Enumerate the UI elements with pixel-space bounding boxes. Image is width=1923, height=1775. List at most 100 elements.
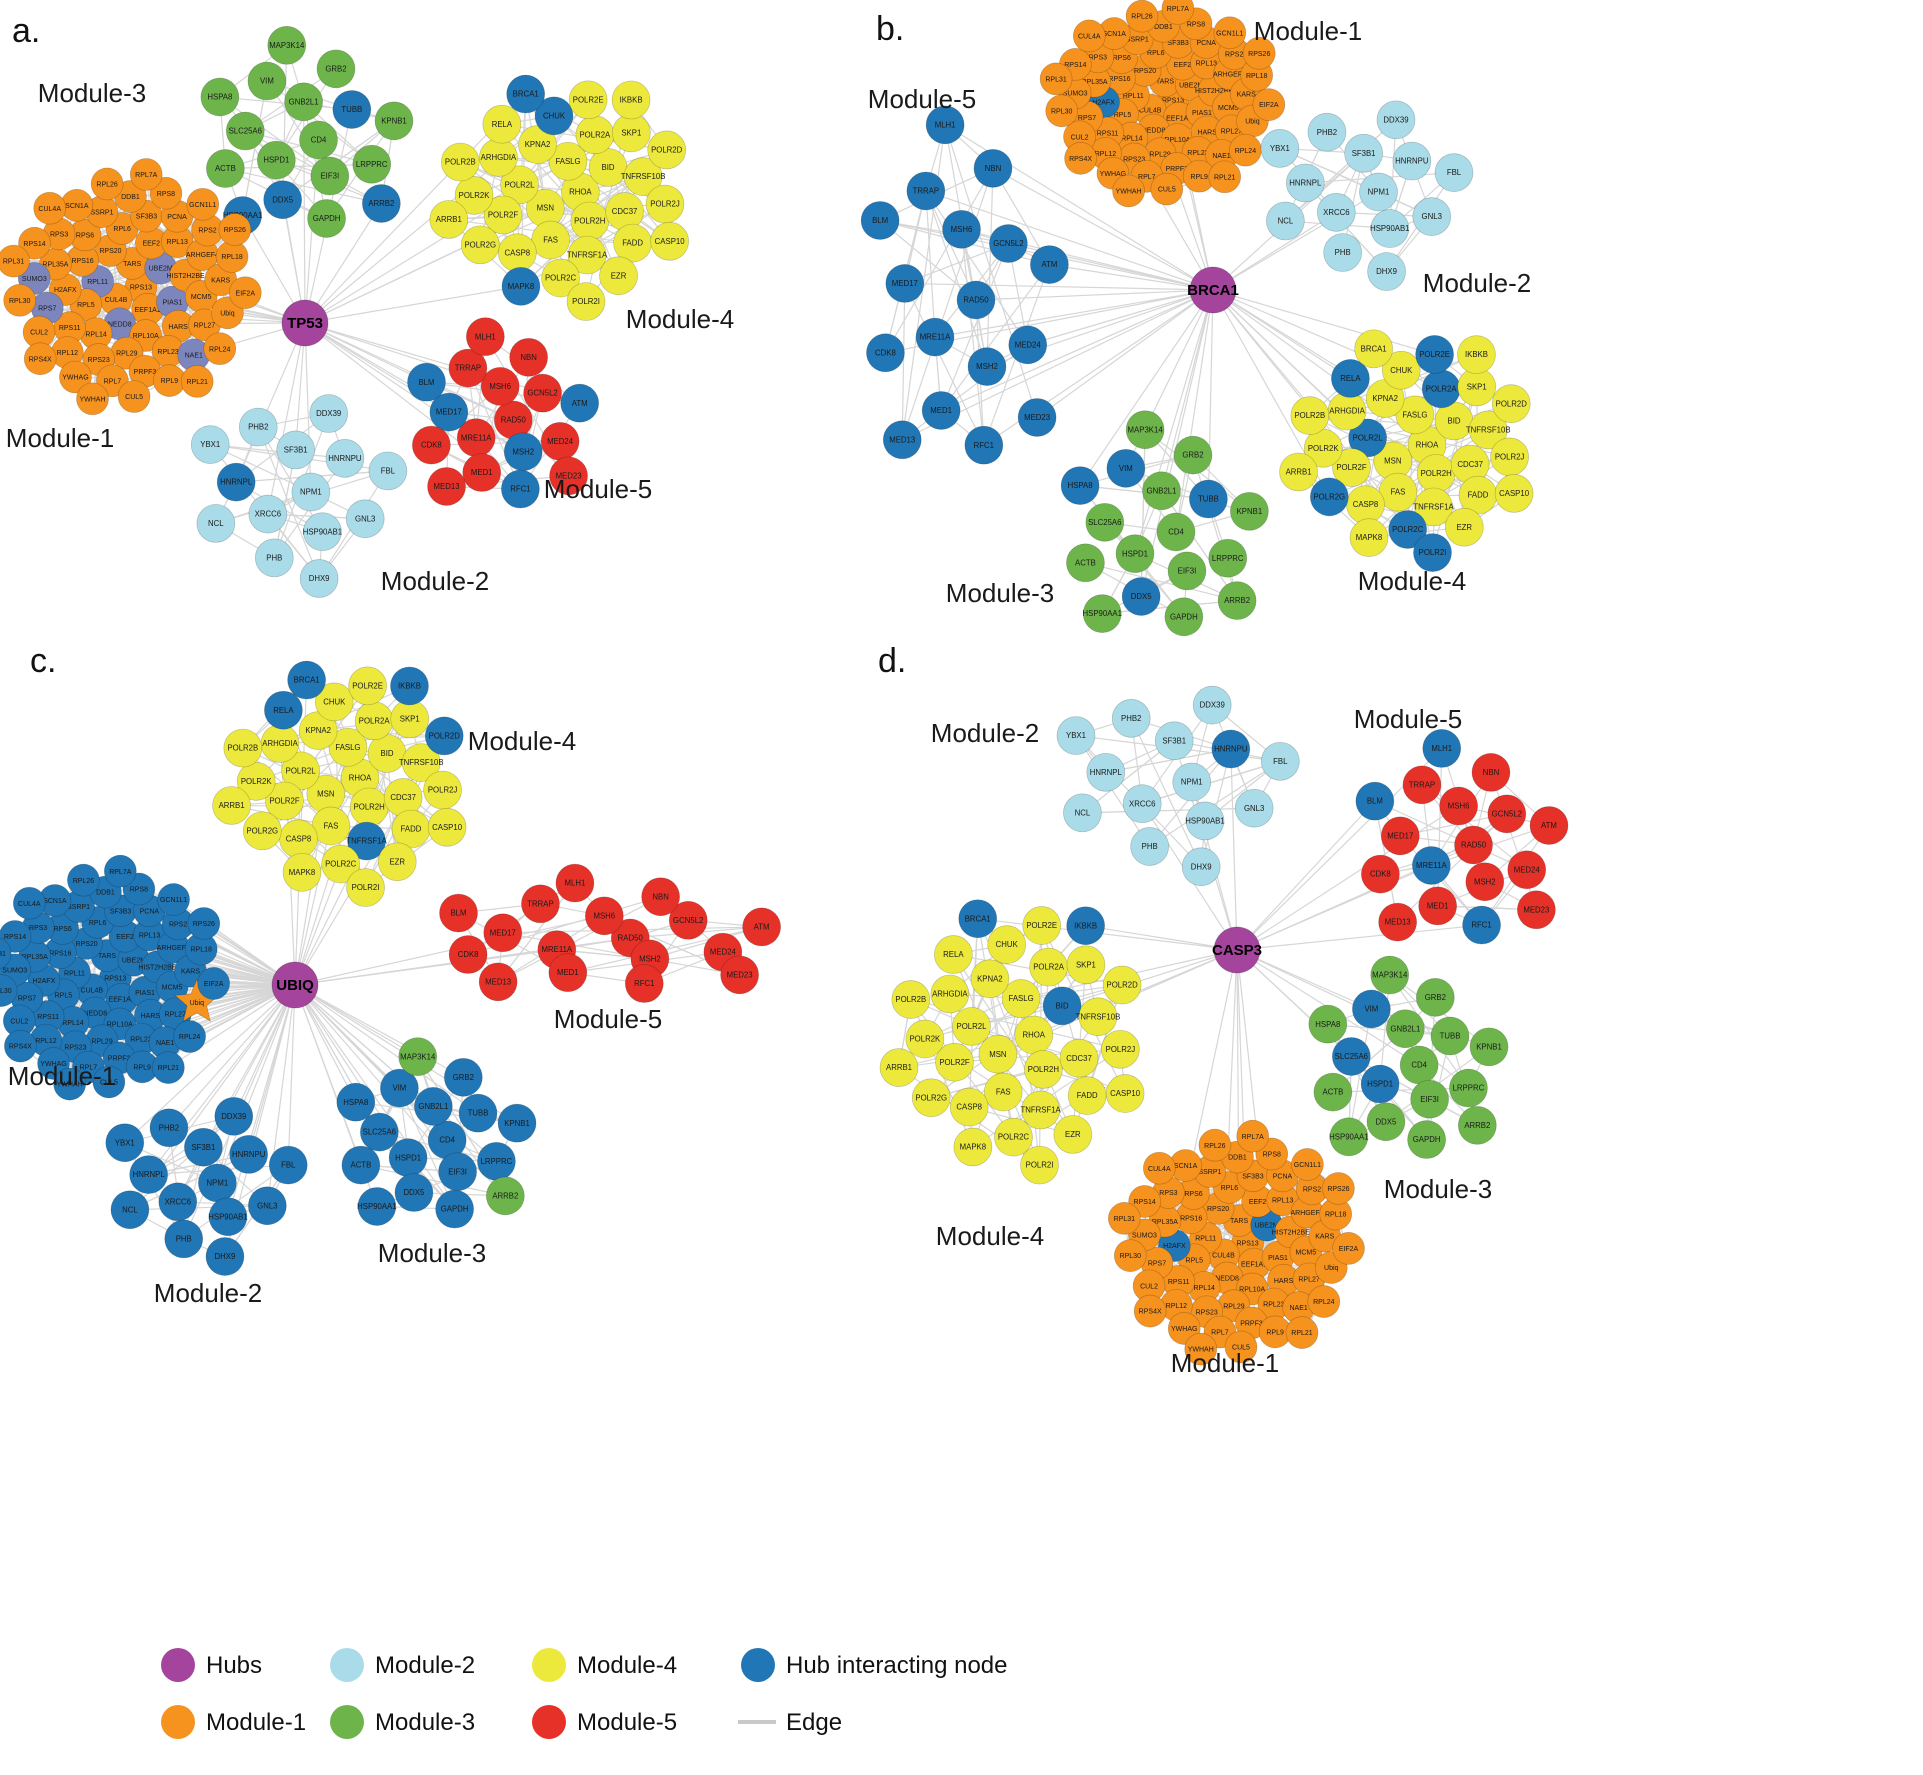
gene-node-label: ARRB2 — [368, 199, 394, 208]
gene-node-label: RFC1 — [510, 485, 530, 494]
gene-node-label: POLR2C — [998, 1133, 1030, 1142]
gene-node-label: ATM — [754, 923, 770, 932]
gene-node — [214, 1096, 254, 1136]
edge — [225, 163, 372, 170]
gene-node — [197, 967, 231, 1000]
gene-node — [1067, 1076, 1107, 1115]
gene-node — [1457, 335, 1496, 374]
gene-node-label: RPS13 — [130, 285, 152, 292]
gene-node-label: FAS — [1391, 488, 1406, 497]
gene-node-label: HNRNPU — [328, 454, 362, 463]
gene-node-label: ARHGEF4 — [157, 945, 190, 952]
gene-node — [1444, 507, 1484, 547]
gene-node — [1113, 1239, 1147, 1272]
gene-node-label: SCN1A — [1103, 31, 1127, 38]
gene-node-label: CUL4A — [18, 901, 41, 908]
module-label: Module-1 — [6, 423, 114, 453]
gene-node-label: BID — [602, 163, 615, 172]
module-label: Module-2 — [931, 718, 1039, 748]
gene-node — [345, 499, 385, 539]
module-label: Module-3 — [1384, 1174, 1492, 1204]
hub-edge — [1212, 211, 1337, 291]
gene-node — [394, 1173, 434, 1212]
gene-node-label: FADD — [401, 825, 422, 834]
gene-node-label: GAPDH — [1413, 1135, 1441, 1144]
gene-node-label: ARRB2 — [492, 1191, 518, 1200]
gene-node-label: POLR2E — [352, 681, 383, 690]
gene-node — [458, 1093, 498, 1133]
gene-node — [341, 1145, 381, 1185]
gene-node — [624, 964, 664, 1003]
gene-node-label: RPS11 — [1097, 131, 1119, 138]
gene-node — [216, 462, 256, 502]
gene-node — [303, 512, 342, 552]
gene-node — [1349, 518, 1389, 557]
gene-node-label: RPL9 — [1266, 1329, 1284, 1336]
gene-node — [952, 1007, 991, 1046]
gene-node-label: POLR2H — [354, 803, 385, 812]
gene-node — [994, 1117, 1033, 1157]
edge — [1082, 807, 1255, 814]
gene-node-label: HIST2H2BE — [1195, 88, 1233, 95]
hub-edge — [1175, 289, 1214, 533]
gene-node-label: KARS — [181, 969, 200, 976]
gene-node — [190, 425, 230, 464]
nodes-d: NPM1XRCC6SF3B1HSP90AB1HNRNPLHNRNPUPHBPHB… — [879, 685, 1569, 1366]
gene-node-label: LRPPRC — [356, 160, 388, 169]
gene-node — [1181, 847, 1221, 887]
gene-node — [1021, 1090, 1060, 1130]
gene-node-label: HNRNPL — [133, 1170, 166, 1179]
legend-label: Hubs — [206, 1652, 262, 1679]
gene-node-label: RPL30 — [1120, 1253, 1142, 1260]
gene-node-label: RPL31 — [0, 951, 6, 958]
edge — [467, 367, 521, 490]
gene-node-label: RPS26 — [193, 921, 215, 928]
gene-node-label: UBE2M — [1179, 82, 1203, 89]
edge — [219, 96, 331, 177]
gene-node — [1411, 846, 1451, 885]
gene-node-label: NCL — [122, 1205, 138, 1214]
module-label: Module-2 — [154, 1278, 262, 1308]
gene-node-label: FBL — [1447, 168, 1462, 177]
gene-node-label: PRPF3 — [108, 1056, 131, 1063]
gene-node-label: MSH6 — [489, 382, 511, 391]
gene-node — [534, 96, 574, 136]
gene-node — [218, 213, 252, 246]
gene-node — [866, 333, 905, 373]
gene-node — [1154, 721, 1194, 761]
gene-node-label: CUL4B — [1212, 1252, 1235, 1259]
gene-node — [117, 380, 151, 413]
hub-edge — [925, 190, 1214, 291]
gene-node — [187, 907, 221, 940]
gene-node — [225, 111, 265, 151]
gene-node-label: TRRAP — [455, 364, 481, 373]
gene-node-label: CUL4A — [38, 206, 61, 213]
gene-node-label: MSH2 — [639, 954, 661, 963]
gene-node — [934, 935, 973, 974]
gene-node-label: DDB1 — [1154, 24, 1173, 31]
gene-node-label: RELA — [1340, 374, 1361, 383]
gene-node-label: MED23 — [1523, 905, 1549, 914]
gene-node-label: MSN — [1384, 456, 1401, 465]
gene-node-label: SUMO3 — [1063, 91, 1088, 98]
hub-edge — [992, 167, 1214, 291]
gene-node-label: RPS2 — [169, 922, 187, 929]
gene-node-label: GNB2L1 — [418, 1102, 448, 1111]
module-label: Module-2 — [1423, 268, 1531, 298]
hub-edge — [168, 984, 296, 1129]
edge — [129, 1153, 249, 1211]
gene-node-label: RPS20 — [99, 248, 121, 255]
gene-node — [1060, 466, 1100, 505]
gene-node-label: YWHAG — [1100, 171, 1126, 178]
gene-node-label: SF3B1 — [1162, 736, 1186, 745]
nodes-a: CD4HSPD1GNB2L1EIF3ISLC25A6TUBBDDX5VIMLRP… — [0, 25, 689, 598]
gene-node — [152, 1051, 185, 1084]
gene-node-label: EZR — [389, 857, 405, 866]
gene-node-label: MED23 — [727, 970, 753, 979]
gene-node-label: SF3B1 — [191, 1143, 215, 1152]
gene-node-label: KPNB1 — [504, 1119, 530, 1128]
gene-node-label: BLM — [872, 216, 888, 225]
gene-node-label: SLC25A6 — [1335, 1052, 1368, 1061]
gene-node — [560, 383, 600, 423]
edge — [398, 1087, 456, 1210]
